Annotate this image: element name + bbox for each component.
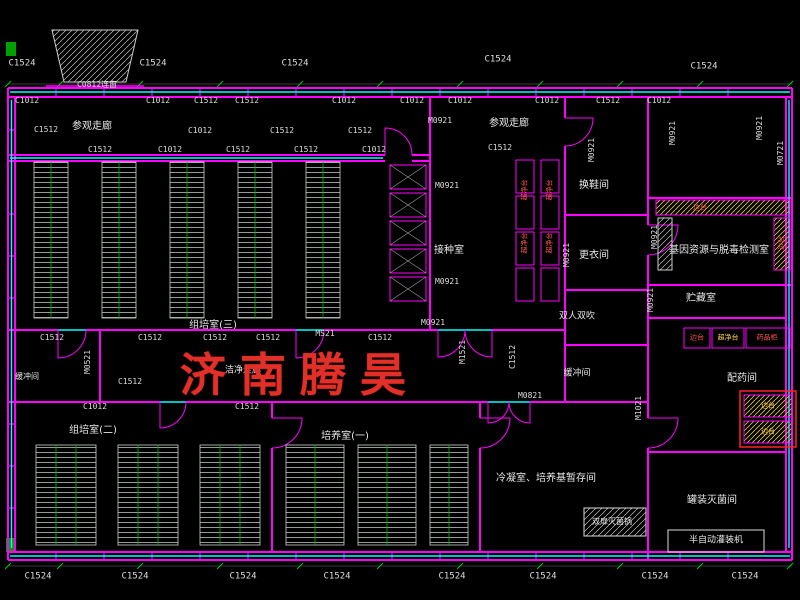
watermark-text: 济南腾昊 <box>180 348 420 402</box>
sterilizer-equipment <box>583 507 765 553</box>
doors <box>57 117 679 449</box>
windows <box>10 91 790 557</box>
entrance-stairs <box>46 29 144 87</box>
culture-racks <box>33 161 469 546</box>
dimension-ticks <box>4 80 794 570</box>
ac-units <box>389 164 427 302</box>
clean-benches <box>515 159 560 302</box>
side-benches <box>655 199 797 448</box>
dimension-lines <box>8 83 792 567</box>
